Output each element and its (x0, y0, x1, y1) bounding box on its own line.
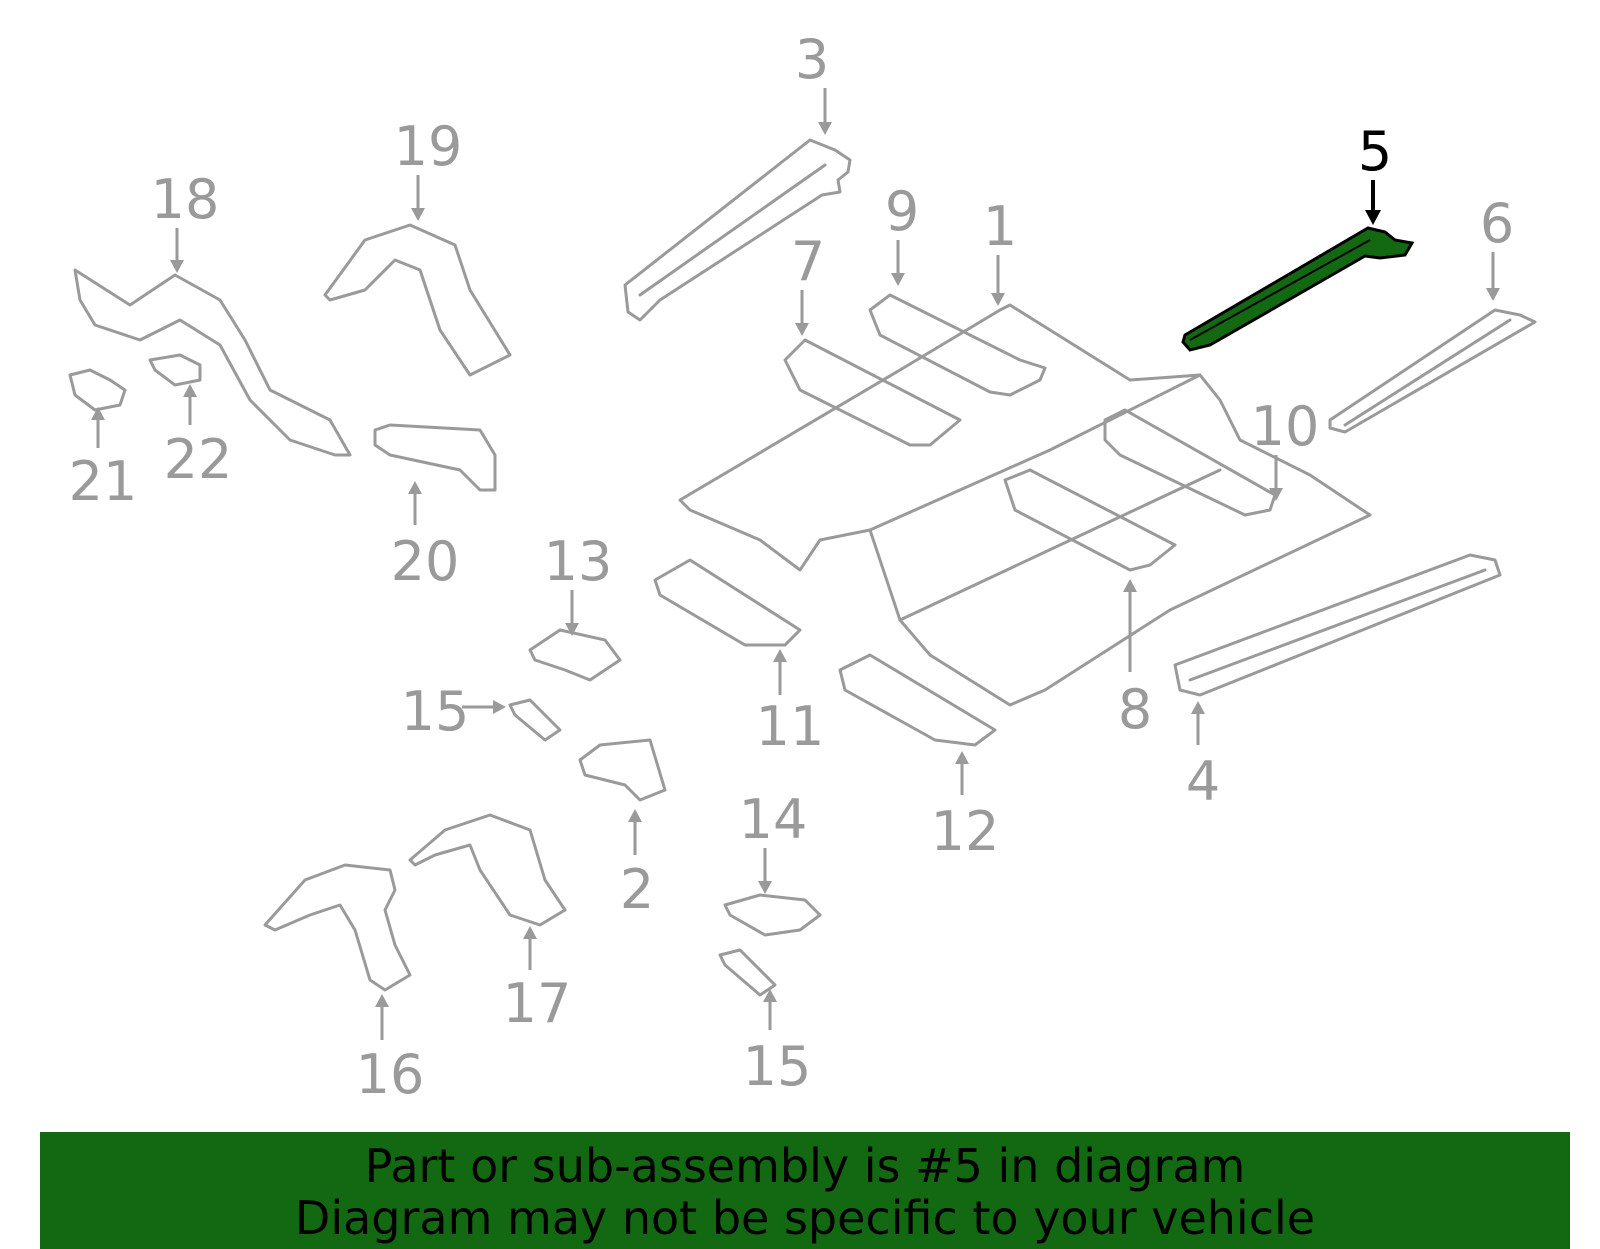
label-19: 19 (394, 115, 463, 178)
part-16-drawing[interactable] (263, 863, 412, 992)
part-10-drawing[interactable] (1103, 408, 1277, 517)
callout-20[interactable]: 20 (391, 481, 460, 593)
part-7-drawing[interactable] (783, 338, 962, 447)
part-21-drawing[interactable] (68, 368, 127, 412)
callout-16[interactable]: 16 (356, 994, 425, 1106)
callout-11[interactable]: 11 (756, 649, 825, 758)
banner-line-1: Part or sub-assembly is #5 in diagram (364, 1139, 1246, 1193)
label-14: 14 (739, 788, 808, 851)
label-7: 7 (791, 230, 825, 293)
label-6: 6 (1480, 192, 1514, 255)
label-20: 20 (391, 530, 460, 593)
label-10: 10 (1251, 395, 1320, 458)
banner-line-2: Diagram may not be specific to your vehi… (294, 1191, 1316, 1245)
callout-10[interactable]: 10 (1251, 395, 1320, 501)
part-9-drawing[interactable] (868, 293, 1047, 397)
part-2-drawing[interactable] (578, 738, 667, 802)
callout-7[interactable]: 7 (791, 230, 825, 336)
part-8-drawing[interactable] (1003, 468, 1177, 572)
callout-15b[interactable]: 15 (743, 989, 812, 1098)
part-3-drawing[interactable] (623, 138, 852, 322)
part-14-drawing[interactable] (723, 893, 822, 937)
part-12-drawing[interactable] (838, 653, 997, 747)
label-12: 12 (931, 800, 1000, 863)
label-17: 17 (503, 972, 572, 1035)
callout-3[interactable]: 3 (795, 28, 832, 135)
part-18-drawing[interactable] (73, 268, 352, 457)
callout-22[interactable]: 22 (164, 384, 233, 491)
part-20-drawing[interactable] (373, 423, 497, 492)
label-16: 16 (356, 1043, 425, 1106)
label-11: 11 (756, 695, 825, 758)
callout-12[interactable]: 12 (931, 751, 1000, 863)
info-banner: Part or sub-assembly is #5 in diagram Di… (40, 1132, 1570, 1249)
part-15a-drawing[interactable] (508, 698, 562, 742)
callout-1[interactable]: 1 (983, 195, 1017, 306)
part-4-drawing[interactable] (1173, 553, 1502, 697)
part-11-drawing[interactable] (653, 558, 802, 647)
callout-13[interactable]: 13 (544, 530, 613, 636)
part-19-drawing[interactable] (323, 223, 512, 377)
part-5-drawing[interactable] (1181, 226, 1415, 352)
callout-4[interactable]: 4 (1186, 701, 1220, 813)
label-2: 2 (620, 858, 654, 921)
label-18: 18 (151, 168, 220, 231)
label-9: 9 (885, 180, 919, 243)
part-13-drawing[interactable] (528, 628, 622, 682)
callout-21[interactable]: 21 (69, 407, 138, 513)
callout-9[interactable]: 9 (885, 180, 919, 286)
callout-2[interactable]: 2 (620, 809, 654, 921)
callout-19[interactable]: 19 (394, 115, 463, 221)
callout-17[interactable]: 17 (503, 926, 572, 1035)
label-4: 4 (1186, 750, 1220, 813)
part-15b-drawing[interactable] (718, 948, 777, 997)
callout-8[interactable]: 8 (1118, 579, 1152, 741)
label-15b: 15 (743, 1035, 812, 1098)
label-1: 1 (983, 195, 1017, 258)
label-22: 22 (164, 428, 233, 491)
part-17-drawing[interactable] (408, 813, 567, 927)
label-13: 13 (544, 530, 613, 593)
part-6-drawing[interactable] (1328, 308, 1537, 434)
label-21: 21 (69, 450, 138, 513)
label-3: 3 (795, 28, 829, 91)
callout-18[interactable]: 18 (151, 168, 220, 273)
callout-14[interactable]: 14 (739, 788, 808, 894)
callout-5[interactable]: 5 (1358, 120, 1392, 225)
part-1-floor-drawing[interactable] (678, 303, 1372, 707)
label-15a: 15 (401, 680, 470, 743)
callout-15a[interactable]: 15 (401, 680, 506, 743)
label-8: 8 (1118, 678, 1152, 741)
label-5: 5 (1358, 120, 1392, 183)
part-22-drawing[interactable] (148, 353, 202, 387)
callout-6[interactable]: 6 (1480, 192, 1514, 301)
